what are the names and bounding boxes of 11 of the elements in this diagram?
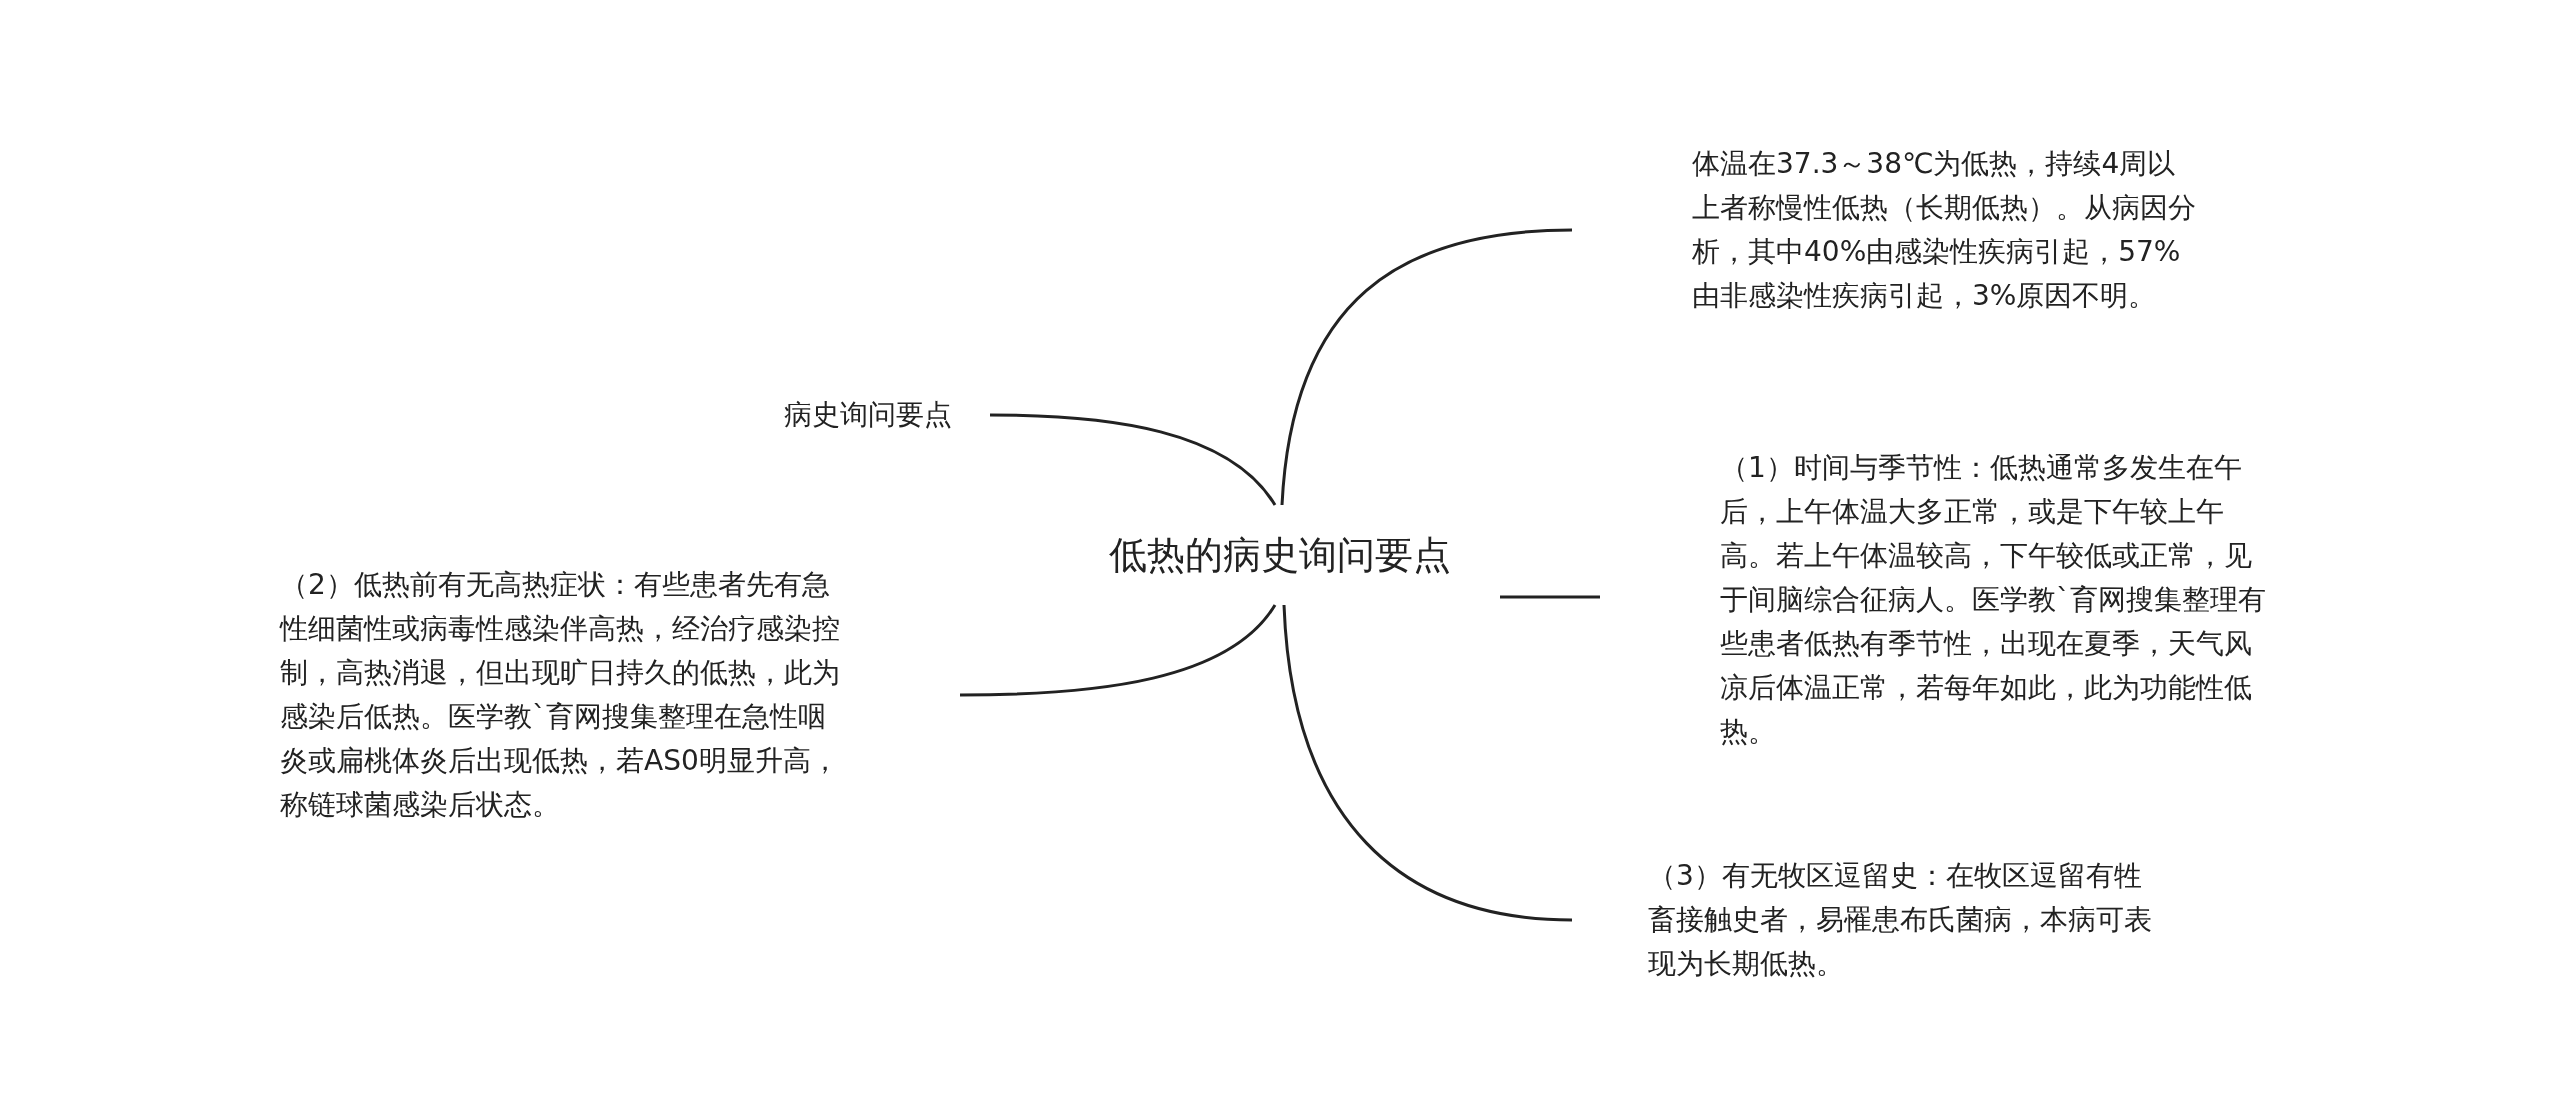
branch-topic: 病史询问要点 — [784, 397, 952, 433]
central-topic: 低热的病史询问要点 — [1109, 533, 1451, 577]
topic-text: （3）有无牧区逗留史：在牧区逗留有牲畜接触史者，易罹患布氏菌病，本病可表现为长期低热。 — [1648, 858, 2153, 982]
topic-text: （1）时间与季节性：低热通常多发生在午后，上午体温大多正常，或是下午较上午高。若上午体温较高，下午较低或正常，见于间脑综合征病人。医学教`育网搜集整理有些患者低热有季节性，出现在夏季，天气风凉后体温正常，若每年如此，此为功能性低热。 — [1720, 450, 2267, 750]
connector-curve — [1282, 604, 1573, 922]
topic-text: 体温在37.3～38℃为低热，持续4周以上者称慢性低热（长期低热）。从病因分析，其中40%由感染性疾病引起，57%由非感染性疾病引起，3%原因不明。 — [1692, 146, 2197, 314]
connector-curve — [1280, 228, 1573, 506]
connector-curve — [990, 413, 1277, 506]
topic-text: （2）低热前有无高热症状：有些患者先有急性细菌性或病毒性感染伴高热，经治疗感染控制，高热消退，但出现旷日持久的低热，此为感染后低热。医学教`育网搜集整理在急性咽炎或扁桃体炎后出现低热，若AS0明显升高，称链球菌感染后状态。 — [280, 567, 841, 823]
connector-curve — [1500, 595, 1600, 599]
connector-curve — [960, 604, 1277, 697]
